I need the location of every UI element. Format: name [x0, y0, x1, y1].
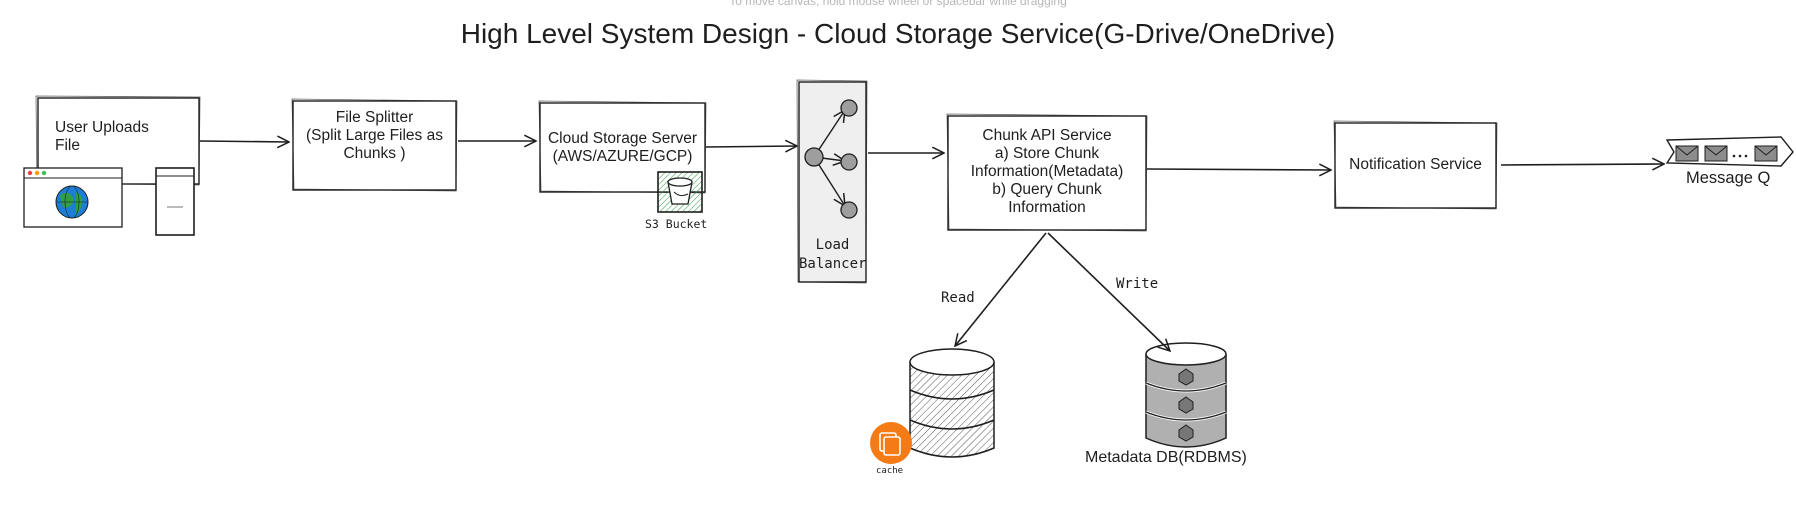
- user-uploads-label-2: File: [55, 137, 80, 154]
- cache-icon: [870, 422, 912, 464]
- metadata-db-label: Metadata DB(RDBMS): [1085, 449, 1247, 466]
- message-queue-icon: [1665, 136, 1794, 167]
- file-splitter-label-2: (Split Large Files as: [306, 127, 443, 144]
- metadata-db-icon: [1145, 342, 1227, 448]
- arrow-write: [1047, 232, 1170, 351]
- cloud-storage-label-1: Cloud Storage Server: [547, 130, 698, 147]
- user-uploads-label-1: User Uploads: [55, 119, 149, 136]
- chunk-api-label-4: b) Query Chunk: [992, 181, 1102, 198]
- chunk-api-label-5: Information: [1008, 199, 1086, 216]
- arrow-read: [955, 232, 1047, 346]
- read-edge-label: Read: [941, 290, 975, 306]
- s3-bucket-icon: [657, 171, 703, 213]
- chunk-api-box[interactable]: [946, 113, 1148, 232]
- load-balancer[interactable]: [796, 79, 868, 284]
- notification-box[interactable]: [1333, 120, 1498, 210]
- file-splitter-label-1: File Splitter: [335, 109, 414, 126]
- chunk-api-label-1: Chunk API Service: [982, 127, 1112, 144]
- cache-label: cache: [876, 466, 904, 476]
- arrow-storage-to-lb: [705, 146, 797, 147]
- connector-arrows: [199, 141, 1664, 351]
- message-queue-label: Message Q: [1686, 169, 1771, 187]
- cache-database-icon: [909, 348, 995, 458]
- write-edge-label: Write: [1116, 276, 1159, 292]
- notification-label: Notification Service: [1349, 156, 1482, 173]
- canvas-hint: To move canvas, hold mouse wheel or spac…: [729, 0, 1067, 8]
- device-icon: [155, 167, 195, 236]
- envelope-icon: [1704, 145, 1728, 162]
- load-balancer-label-1: Load: [815, 237, 850, 253]
- browser-window-icon: [23, 167, 123, 228]
- load-balancer-label-2: Balancer: [799, 256, 867, 272]
- file-splitter-label-3: Chunks ): [343, 145, 406, 162]
- file-splitter-box[interactable]: [291, 98, 458, 192]
- diagram-title: High Level System Design - Cloud Storage…: [460, 18, 1336, 49]
- envelope-icon: [1675, 145, 1699, 162]
- arrow-chunk-api-to-notification: [1146, 169, 1331, 170]
- s3-bucket-label: S3 Bucket: [645, 217, 708, 231]
- chunk-api-label-3: Information(Metadata): [970, 163, 1124, 180]
- arrow-notification-to-queue: [1500, 164, 1664, 165]
- cloud-storage-label-2: (AWS/AZURE/GCP): [552, 148, 693, 165]
- envelope-icon: [1754, 145, 1778, 162]
- chunk-api-label-2: a) Store Chunk: [994, 145, 1100, 162]
- arrow-user-to-splitter: [199, 141, 289, 142]
